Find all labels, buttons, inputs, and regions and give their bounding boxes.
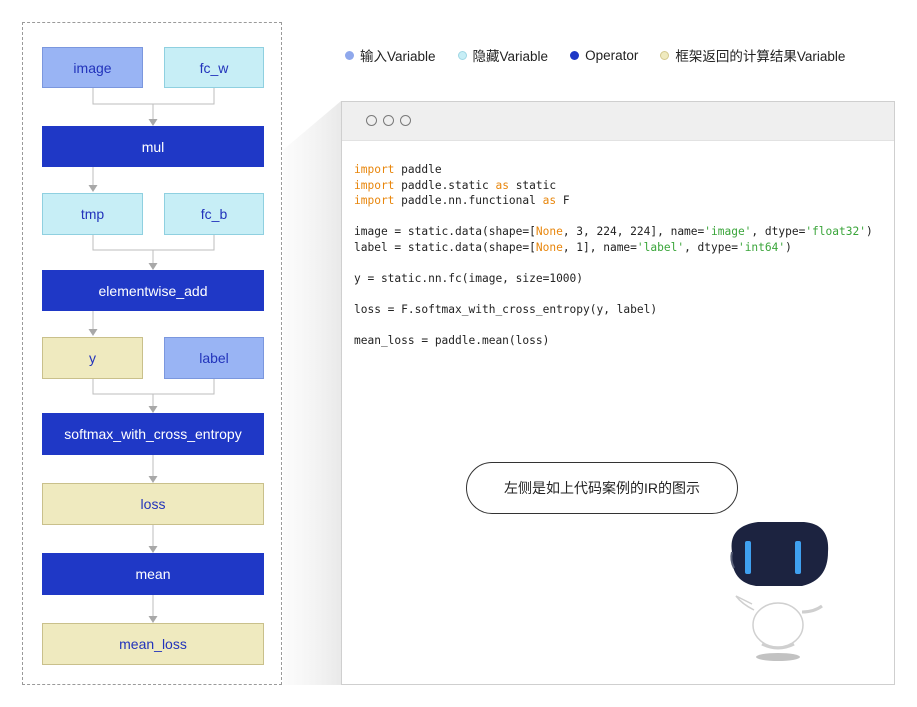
code-window: import paddle import paddle.static as st… <box>341 101 895 685</box>
node-tmp: tmp <box>42 193 143 235</box>
result-dot-icon <box>660 50 670 60</box>
bubble-text: 左侧是如上代码案例的IR的图示 <box>504 480 700 496</box>
node-fc-w: fc_w <box>164 47 264 88</box>
code-token: y = static.nn.fc(image, size=1000) <box>354 271 584 285</box>
node-mean: mean <box>42 553 264 595</box>
code-token: , 1], name= <box>562 240 637 254</box>
node-mul: mul <box>42 126 264 167</box>
code-token: static <box>508 178 557 192</box>
code-token: import <box>354 194 395 207</box>
code-token: loss = F.softmax_with_cross_entropy(y, l… <box>354 302 658 316</box>
operator-dot-icon <box>570 50 580 60</box>
node-loss: loss <box>42 483 264 525</box>
code-token: , 3, 224, 224], name= <box>562 225 705 238</box>
code-token: import <box>354 178 395 192</box>
code-token: paddle <box>394 163 442 176</box>
code-line: y = static.nn.fc(image, size=1000) <box>354 272 583 285</box>
node-fc-b: fc_b <box>164 193 264 235</box>
hidden-dot-icon <box>457 50 467 60</box>
code-token: , dtype= <box>751 225 806 238</box>
node-mean-loss: mean_loss <box>42 623 264 665</box>
window-titlebar <box>342 102 894 141</box>
code-line: import paddle.static as static <box>354 179 556 192</box>
legend-label: Operator <box>585 47 639 63</box>
code-line: mean_loss = paddle.mean(loss) <box>354 334 549 347</box>
node-elementwise-add: elementwise_add <box>42 270 264 311</box>
code-token: None <box>535 225 563 238</box>
code-token: mean_loss = paddle.mean(loss) <box>354 333 550 347</box>
node-y: y <box>42 337 143 379</box>
legend-label: 输入Variable <box>360 49 436 64</box>
window-circle-icon[interactable] <box>400 115 411 126</box>
code-token: 'float32' <box>805 225 866 238</box>
code-token: None <box>535 240 563 254</box>
speech-bubble: 左侧是如上代码案例的IR的图示 <box>466 462 738 514</box>
window-circle-icon[interactable] <box>383 115 394 126</box>
input-dot-icon <box>345 50 354 60</box>
legend-label: 框架返回的计算结果Variable <box>675 49 846 64</box>
node-softmax-with-cross-entropy: softmax_with_cross_entropy <box>42 413 264 455</box>
code-token: 'image' <box>704 225 752 238</box>
code-token: image = static.data(shape=[ <box>354 225 536 238</box>
code-line: label = static.data(shape=[None, 1], nam… <box>354 241 792 254</box>
legend-item-input: 输入Variable <box>345 45 436 65</box>
code-token: ) <box>785 240 792 254</box>
code-line: image = static.data(shape=[None, 3, 224,… <box>354 225 873 238</box>
legend: 输入Variable 隐藏Variable Operator 框架返回的计算结果… <box>345 46 845 64</box>
code-token: as <box>495 178 509 192</box>
node-label: label <box>164 337 264 379</box>
code-token: paddle.nn.functional <box>394 194 543 207</box>
code-token: F <box>556 194 570 207</box>
code-token: label = static.data(shape=[ <box>354 240 536 254</box>
code-token: , dtype= <box>684 240 738 254</box>
legend-item-result: 框架返回的计算结果Variable <box>660 45 845 65</box>
legend-item-operator: Operator <box>570 48 638 63</box>
legend-label: 隐藏Variable <box>472 49 549 64</box>
code-line: import paddle.nn.functional as F <box>354 194 570 207</box>
code-token: import <box>354 163 395 176</box>
code-token: 'int64' <box>737 240 786 254</box>
robot-mascot-icon <box>730 522 829 661</box>
code-token: 'label' <box>636 240 685 254</box>
code-token: as <box>542 194 557 207</box>
node-image: image <box>42 47 143 88</box>
graph-connectors <box>88 88 215 623</box>
window-circle-icon[interactable] <box>366 115 377 126</box>
code-token: paddle.static <box>394 178 496 192</box>
code-token: ) <box>865 225 873 238</box>
legend-item-hidden: 隐藏Variable <box>457 45 549 65</box>
ir-graph-panel: image fc_w mul tmp fc_b elementwise_add … <box>22 22 282 685</box>
code-block: import paddle import paddle.static as st… <box>354 162 873 348</box>
code-line: import paddle <box>354 163 442 176</box>
code-line: loss = F.softmax_with_cross_entropy(y, l… <box>354 303 657 316</box>
